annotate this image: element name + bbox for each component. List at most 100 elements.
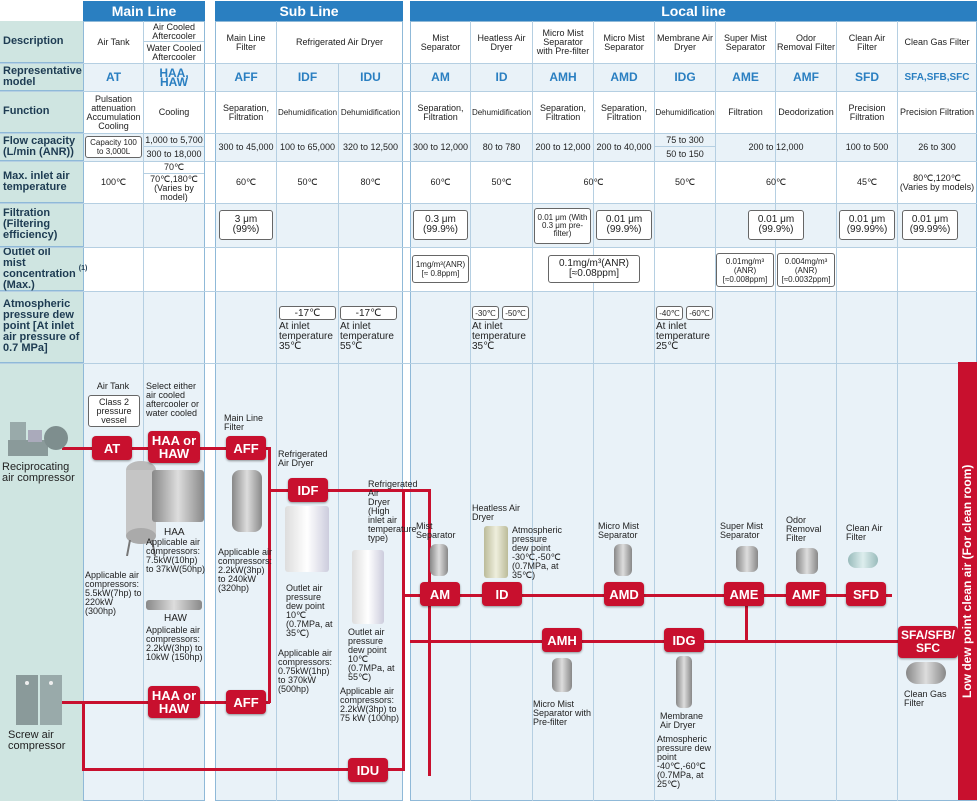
row-divider — [0, 91, 977, 92]
dew-row-band — [216, 291, 402, 363]
func-at: Pulsation attenuation Accumulation Cooli… — [86, 93, 141, 131]
tag-haa-haw-1[interactable]: HAA or HAW — [148, 431, 200, 463]
col-divider — [775, 21, 776, 801]
tag-aff-1[interactable]: AFF — [226, 436, 266, 460]
amf-icon — [796, 548, 818, 574]
haw-label: HAW — [164, 613, 187, 624]
flow-idg-2: 50 to 150 — [666, 148, 704, 159]
flow-sfa: 26 to 300 — [918, 142, 956, 152]
pipe — [268, 489, 271, 703]
id-title: Heatless Air Dryer — [472, 503, 521, 522]
row-divider — [0, 203, 977, 204]
reciprocating-compressor-label: Reciprocating air compressor — [2, 461, 75, 484]
pipe — [268, 447, 271, 491]
row-divider — [0, 133, 977, 134]
model-ame: AME — [732, 70, 759, 84]
tag-at[interactable]: AT — [92, 436, 132, 460]
desc-amh: Micro Mist Separator with Pre-filter — [536, 28, 590, 56]
row-divider — [0, 363, 977, 364]
pipe — [402, 489, 405, 771]
tag-idf[interactable]: IDF — [288, 478, 328, 502]
pipe — [428, 489, 431, 776]
model-sfa: SFA,SFB,SFC — [904, 72, 970, 83]
flow-haa: 1,000 to 5,700 — [144, 134, 204, 147]
idg-title: Membrane Air Dryer — [660, 711, 704, 730]
col-divider — [836, 21, 837, 801]
model-haa: HAA, HAW — [159, 65, 189, 89]
desc-amf: Odor Removal Filter — [777, 32, 836, 52]
air-tank-note: Applicable air compressors: 5.5kW(7hp) t… — [85, 570, 142, 616]
haa-note: Applicable air compressors: 7.5kW(10hp) … — [146, 537, 206, 574]
func-amf: Deodorization — [778, 107, 834, 117]
temp-haw: 70℃,180℃ (Varies by model) — [150, 174, 198, 202]
desc-sfa: Clean Gas Filter — [904, 37, 970, 47]
flow-am: 300 to 12,000 — [412, 142, 469, 152]
tag-haa-haw-2[interactable]: HAA or HAW — [148, 686, 200, 718]
col-divider — [143, 21, 144, 801]
tag-id[interactable]: ID — [482, 582, 522, 606]
model-row-band — [84, 63, 204, 91]
screw-compressor-icon — [14, 673, 66, 727]
model-row-band — [216, 63, 402, 91]
temp-at: 100℃ — [100, 177, 127, 187]
pipe — [410, 640, 900, 643]
filt-am: 0.3 μm (99.9%) — [413, 210, 468, 240]
row-divider — [0, 63, 977, 64]
ame-icon — [736, 546, 758, 572]
tag-am[interactable]: AM — [420, 582, 460, 606]
tag-amd[interactable]: AMD — [604, 582, 644, 606]
model-sfd: SFD — [855, 70, 879, 84]
func-idu: Dehumidification — [340, 108, 401, 117]
flow-aff: 300 to 45,000 — [218, 142, 274, 152]
tag-amh[interactable]: AMH — [542, 628, 582, 652]
temp-haa: 70℃ — [144, 162, 204, 174]
desc-sfd: Clean Air Filter — [848, 32, 886, 52]
sfa-title: Clean Gas Filter — [904, 689, 947, 708]
dew-row-band — [411, 291, 976, 363]
tag-sfa-sfb-sfc[interactable]: SFA/SFB/ SFC — [898, 626, 958, 658]
dew-idg-1: -40℃ — [656, 306, 683, 320]
idg-note: Atmospheric pressure dew point -40℃,-60℃… — [657, 734, 712, 789]
temp-ame-amf: 60℃ — [765, 177, 787, 187]
haw-note: Applicable air compressors: 2.2kW(3hp) t… — [146, 625, 203, 662]
temp-amh-amd: 60℃ — [583, 177, 604, 187]
header-sub-line: Sub Line — [215, 1, 403, 21]
tag-ame[interactable]: AME — [724, 582, 764, 606]
model-id: ID — [495, 70, 508, 84]
tag-idg[interactable]: IDG — [664, 628, 704, 652]
model-amh: AMH — [549, 70, 577, 84]
model-amd: AMD — [610, 70, 638, 84]
row-label-mist-note: (1) — [78, 265, 88, 272]
row-label-mist: Outlet oil mist concentration (Max.) (1) — [0, 246, 87, 291]
func-idg: Dehumidification — [655, 108, 715, 117]
tag-idu[interactable]: IDU — [348, 758, 388, 782]
dew-id-2: -50℃ — [502, 306, 529, 320]
filt-ame: 0.01 μm (99.9%) — [748, 210, 804, 240]
row-label-model: Representative model — [0, 63, 83, 91]
temp-am: 60℃ — [430, 177, 451, 187]
filt-aff: 3 μm (99%) — [219, 210, 273, 240]
air-tank-title: Air Tank — [96, 381, 130, 391]
diagram-band — [411, 363, 976, 800]
am-icon — [430, 544, 448, 576]
id-note: Atmospheric pressure dew point -30℃,-50℃… — [512, 525, 563, 580]
flow-idg: 75 to 300 — [655, 134, 715, 147]
temp-idg: 50℃ — [674, 177, 696, 187]
filtration-row-band — [84, 203, 204, 247]
tag-amf[interactable]: AMF — [786, 582, 826, 606]
idu-note-2: Applicable air compressors: 2.2kW(3hp) t… — [340, 686, 400, 723]
flow-row-band — [216, 133, 402, 161]
tag-aff-2[interactable]: AFF — [226, 690, 266, 714]
row-label-function: Function — [0, 91, 83, 133]
idf-icon — [285, 506, 329, 572]
func-sfa: Precision Filtration — [899, 107, 975, 117]
temp-aff: 60℃ — [235, 177, 257, 187]
ame-title: Super Mist Separator — [720, 521, 764, 540]
col-divider — [593, 21, 594, 801]
aftercooler-title: Select either air cooled aftercooler or … — [146, 381, 200, 418]
func-ame: Filtration — [728, 107, 763, 117]
model-idf: IDF — [297, 70, 318, 84]
row-label-description: Description — [0, 21, 83, 63]
tag-sfd[interactable]: SFD — [846, 582, 886, 606]
filt-amd: 0.01 μm (99.9%) — [596, 210, 652, 240]
